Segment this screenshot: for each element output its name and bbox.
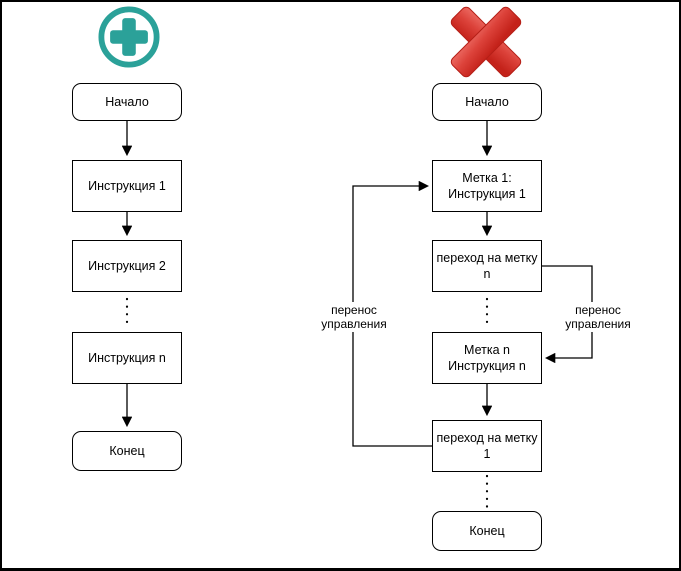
node-label-line: Метка n <box>464 343 510 357</box>
node-label-line: Метка 1: <box>462 171 512 185</box>
flow-node-instruction-2: Инструкция 2 <box>72 240 182 292</box>
node-label: Начало <box>105 95 149 109</box>
plus-horizontal-bar <box>110 30 148 44</box>
node-label: Инструкция 1 <box>88 179 166 193</box>
edge-label-left-loop: перенос управления <box>304 302 404 332</box>
node-label-line: n <box>483 267 491 281</box>
node-label: Начало <box>465 95 509 109</box>
edge-label-line: управления <box>321 317 387 331</box>
node-label-line: переход на метку <box>436 431 538 445</box>
edge-label-line: управления <box>565 317 631 331</box>
node-label: Конец <box>109 444 145 458</box>
node-label-line: Инструкция 1 <box>448 187 526 201</box>
node-label-line: переход на метку <box>436 251 538 265</box>
node-label: Инструкция 2 <box>88 259 166 273</box>
flow-node-instruction-1: Инструкция 1 <box>72 160 182 212</box>
node-label: Инструкция n <box>88 351 166 365</box>
edge-label-line: перенос <box>575 303 621 317</box>
edge-label-line: перенос <box>331 303 377 317</box>
cross-bar-2 <box>450 6 522 78</box>
flow-node-labeln-instructionn: Метка n Инструкция n <box>432 332 542 384</box>
flow-node-start-bad: Начало <box>432 83 542 121</box>
node-label: Конец <box>469 524 505 538</box>
flow-node-goto-label-n: переход на метку n <box>432 240 542 292</box>
flow-node-label1-instruction1: Метка 1: Инструкция 1 <box>432 160 542 212</box>
flow-node-goto-label-1: переход на метку 1 <box>432 420 542 472</box>
node-label-line: Инструкция n <box>448 359 526 373</box>
flow-node-end-bad: Конец <box>432 511 542 551</box>
red-cross-icon <box>450 6 522 78</box>
flow-node-start-good: Начало <box>72 83 182 121</box>
edge-label-right-loop: перенос управления <box>548 302 648 332</box>
flow-node-end-good: Конец <box>72 431 182 471</box>
plus-circle-icon <box>98 6 160 68</box>
flow-node-instruction-n: Инструкция n <box>72 332 182 384</box>
node-label-line: 1 <box>483 447 491 461</box>
